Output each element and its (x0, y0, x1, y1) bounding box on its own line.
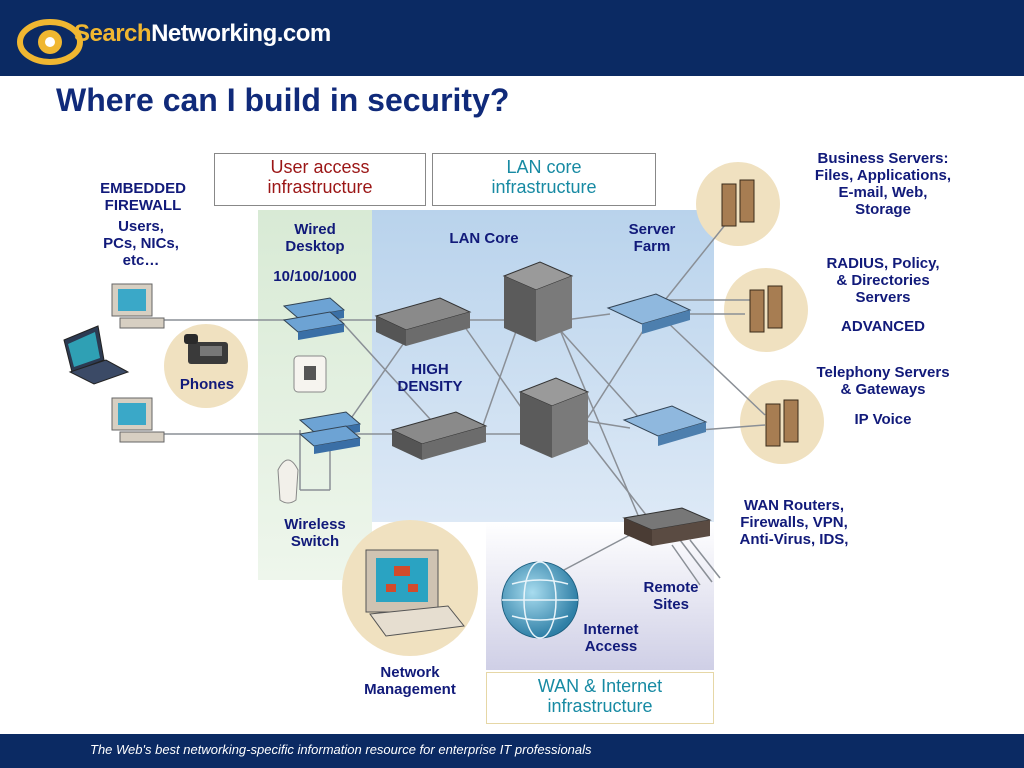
management-pc-icon (365, 549, 465, 637)
access-switch-icon (298, 411, 362, 454)
server-farm-switch-icon (606, 293, 692, 334)
footer-bar: The Web's best networking-specific infor… (0, 734, 1024, 768)
laptop-icon (63, 325, 130, 385)
desktop-pc-icon (111, 397, 165, 443)
wireless-access-point-icon (277, 459, 299, 504)
phones-label: Phones (179, 376, 235, 393)
lan-core-zone-label: LAN core infrastructure (432, 153, 656, 206)
server-farm-label: Server Farm (628, 221, 676, 255)
wireless-switch-label: Wireless Switch (284, 516, 346, 550)
server-tower-icon (749, 285, 783, 333)
wan-router-icon (622, 507, 712, 546)
lan-core-zone (372, 210, 714, 522)
wan-zone-label: WAN & Internet infrastructure (486, 672, 714, 724)
lan-core-chassis-icon (502, 261, 574, 342)
wall-jack-icon (293, 355, 327, 393)
telephony-servers-label: Telephony Servers & Gateways (816, 364, 950, 398)
high-density-switch-icon (390, 411, 488, 460)
server-farm-switch-icon (622, 405, 708, 446)
network-management-label: Network Management (364, 664, 456, 698)
lan-core-chassis-icon (518, 377, 590, 458)
wired-desktop-label: Wired Desktop (285, 221, 345, 255)
embedded-firewall-label: EMBEDDED FIREWALL (100, 180, 186, 214)
phone-icon (184, 334, 228, 364)
advanced-label: ADVANCED (841, 318, 925, 335)
remote-sites-label: Remote Sites (643, 579, 699, 613)
business-servers-circle (696, 162, 780, 246)
business-servers-label: Business Servers: Files, Applications, E… (814, 150, 952, 218)
user-access-zone (258, 210, 372, 580)
phones-circle (164, 324, 248, 408)
eye-logo-icon (17, 19, 83, 65)
footer-tagline: The Web's best networking-specific infor… (90, 742, 592, 757)
desktop-pc-icon (111, 283, 165, 329)
high-density-switch-icon (374, 297, 472, 346)
high-density-label: HIGH DENSITY (397, 361, 463, 395)
globe-icon (501, 561, 579, 639)
radius-servers-circle (724, 268, 808, 352)
lan-core-label: LAN Core (449, 230, 519, 247)
ip-voice-label: IP Voice (854, 411, 912, 428)
wan-routers-label: WAN Routers, Firewalls, VPN, Anti-Virus,… (739, 497, 849, 548)
header-bar: SearchNetworking.com (0, 0, 1024, 76)
server-tower-icon (765, 399, 799, 447)
telephony-servers-circle (740, 380, 824, 464)
speed-label: 10/100/1000 (273, 268, 357, 285)
radius-servers-label: RADIUS, Policy, & Directories Servers (826, 255, 940, 306)
internet-access-label: Internet Access (583, 621, 639, 655)
access-switch-icon (282, 297, 346, 340)
server-tower-icon (721, 179, 755, 227)
user-access-zone-label: User access infrastructure (214, 153, 426, 206)
users-label: Users, PCs, NICs, etc… (103, 218, 179, 269)
page-title: Where can I build in security? (56, 82, 510, 118)
site-logo-text[interactable]: SearchNetworking.com (74, 20, 331, 47)
